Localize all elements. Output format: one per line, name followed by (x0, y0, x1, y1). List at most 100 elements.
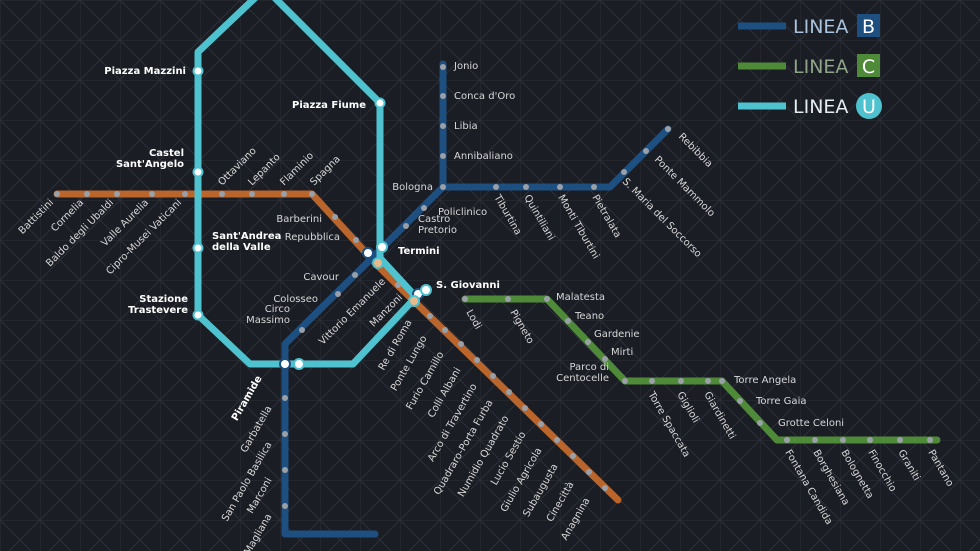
station-rebibbia-b[interactable] (665, 126, 671, 132)
station-tiburtina-b[interactable] (493, 184, 499, 190)
station-graniti-c[interactable] (897, 437, 903, 443)
station-torre-angela-c[interactable] (719, 378, 725, 384)
station-cinecitta-a[interactable] (586, 469, 592, 475)
station-ponte-lungo-a[interactable] (442, 327, 448, 333)
station-marconi-b[interactable] (282, 467, 288, 473)
station-furio-camillo-a[interactable] (458, 341, 464, 347)
station-grotte-celoni-c[interactable] (757, 420, 763, 426)
station-castel-sant-angelo-u[interactable] (192, 166, 204, 178)
interchange-termini-ring-1[interactable] (376, 241, 388, 253)
station-pantano-c[interactable] (927, 437, 933, 443)
station-arco-di-travertino-a[interactable] (490, 373, 496, 379)
station-giulio-agricola-a[interactable] (554, 437, 560, 443)
station-borghesiana-c[interactable] (812, 437, 818, 443)
station-jonio-b[interactable] (440, 64, 446, 70)
legend-item-u: LINEA U (738, 93, 882, 119)
station-quintiliani-b[interactable] (523, 184, 529, 190)
station-quadraro-porta-furba-a[interactable] (506, 389, 512, 395)
station-vittorio-emanuele-a[interactable] (395, 282, 401, 288)
station-lucio-sestio-a[interactable] (538, 421, 544, 427)
station-piazza-fiume-u[interactable] (374, 97, 386, 109)
station-lepanto-a[interactable] (249, 191, 255, 197)
interchange-termini-ring-0[interactable] (362, 247, 374, 259)
station-anagnina-a[interactable] (602, 485, 608, 491)
station-battistini-a[interactable] (54, 191, 60, 197)
station-finocchio-c[interactable] (867, 437, 873, 443)
station-conca-d-oro-b[interactable] (440, 93, 446, 99)
interchange-termini-ring-2[interactable] (372, 257, 384, 269)
station-barberini-a[interactable] (332, 214, 338, 220)
station-colli-albani-a[interactable] (474, 357, 480, 363)
station-sant-andrea-della-valle-u[interactable] (192, 242, 204, 254)
station-pietralata-b[interactable] (591, 184, 597, 190)
station-cipro-musei-vaticani-a[interactable] (182, 191, 188, 197)
station-monti-tiburtini-b[interactable] (557, 184, 563, 190)
station-giglioli-c[interactable] (678, 378, 684, 384)
station-label-conca-d-oro-b: Conca d'Oro (454, 91, 515, 102)
station-flaminio-a[interactable] (281, 191, 287, 197)
station-fontana-candida-c[interactable] (784, 437, 790, 443)
legend-badge-b-text: B (862, 16, 875, 38)
station-label-teano-c: Teano (574, 311, 604, 322)
station-piazza-mazzini-u[interactable] (192, 65, 204, 77)
legend-badge-u (856, 93, 882, 119)
station-mirti-c[interactable] (602, 356, 608, 362)
station-san-paolo-basilica-b[interactable] (282, 431, 288, 437)
station-giardinetti-c[interactable] (705, 378, 711, 384)
station-label-colosseo-b: Colosseo (273, 294, 318, 305)
station-label-malatesta-c: Malatesta (556, 292, 605, 303)
station-valle-aurelia-a[interactable] (149, 191, 155, 197)
station-label-torre-gaia-c: Torre Gaia (755, 396, 806, 407)
station-annibaliano-b[interactable] (440, 153, 446, 159)
interchange-piramide-ring-1[interactable] (293, 358, 305, 370)
station-bolognetta-c[interactable] (840, 437, 846, 443)
station-castro-pretorio-b[interactable] (403, 223, 409, 229)
station-repubblica-a[interactable] (353, 237, 359, 243)
station-label-jonio-b: Jonio (453, 61, 478, 72)
station-cavour-b[interactable] (352, 272, 358, 278)
station-stazione-trastevere-u[interactable] (192, 309, 204, 321)
station-ottaviano-a[interactable] (219, 191, 225, 197)
legend: LINEA B LINEA C LINEA U (738, 14, 882, 119)
station-label-s-giovanni-c: S. Giovanni (436, 280, 500, 291)
station-label-policlinico-b: Policlinico (438, 207, 487, 218)
station-torre-gaia-c[interactable] (737, 398, 743, 404)
legend-label-b: LINEA (793, 16, 848, 38)
station-numidio-quadrato-a[interactable] (522, 405, 528, 411)
station-teano-c[interactable] (565, 318, 571, 324)
interchange-s-giovanni-ring-2[interactable] (408, 295, 420, 307)
interchange-s-giovanni-ring-1[interactable] (420, 284, 432, 296)
station-ponte-mammolo-b[interactable] (643, 148, 649, 154)
station-eur-magliana-b[interactable] (282, 503, 288, 509)
station-spagna-a[interactable] (309, 191, 315, 197)
station-parco-di-centocelle-c[interactable] (622, 378, 628, 384)
station-pigneto-c[interactable] (505, 296, 511, 302)
station-policlinico-b[interactable] (421, 205, 427, 211)
station-colosseo-b[interactable] (335, 291, 341, 297)
legend-badge-b (857, 14, 880, 37)
station-subaugusta-a[interactable] (570, 453, 576, 459)
line-c-path[interactable] (461, 295, 941, 444)
station-cornelia-a[interactable] (84, 191, 90, 197)
line-b-path[interactable] (281, 60, 447, 538)
station-torre-spaccata-c[interactable] (649, 378, 655, 384)
station-malatesta-c[interactable] (544, 296, 550, 302)
station-lodi-c[interactable] (462, 296, 468, 302)
station-label-barberini-a: Barberini (276, 214, 322, 225)
station-re-di-roma-a[interactable] (427, 313, 433, 319)
station-libia-b[interactable] (440, 123, 446, 129)
interchange-piramide-ring-0[interactable] (279, 358, 291, 370)
station-baldo-degli-ubaldi-a[interactable] (114, 191, 120, 197)
station-garbatella-b[interactable] (282, 395, 288, 401)
station-s-maria-del-soccorso-b[interactable] (621, 169, 627, 175)
station-gardenie-c[interactable] (585, 339, 591, 345)
station-circo-massimo-b[interactable] (299, 327, 305, 333)
line-u-path[interactable] (194, 0, 420, 368)
station-bologna-b[interactable] (440, 184, 446, 190)
